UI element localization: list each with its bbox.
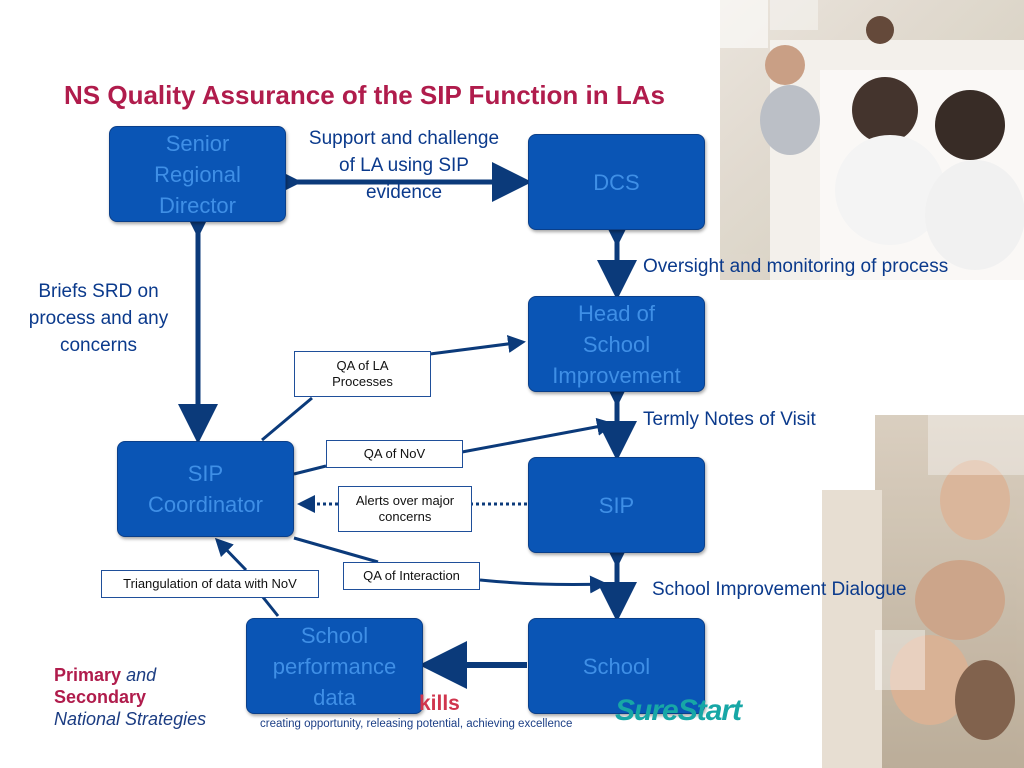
dfes-tagline: creating opportunity, releasing potentia…: [260, 718, 573, 730]
page-title: NS Quality Assurance of the SIP Function…: [64, 80, 665, 110]
box-sip: SIP: [528, 457, 705, 553]
label-alerts-over-major-concerns: Alerts over major concerns: [338, 486, 472, 532]
box-dcs: DCS: [528, 134, 705, 230]
arrow-triangulation: [217, 540, 280, 617]
bottom-right-photo: [822, 415, 1024, 768]
box-sip-coordinator: SIP Coordinator: [117, 441, 294, 537]
box-school: School: [528, 618, 705, 714]
label-qa-of-nov: QA of NoV: [326, 440, 463, 468]
surestart-logo: SureStart: [615, 694, 742, 727]
arrow-qa-la-processes: [261, 342, 523, 442]
logo-strategies-text: National Strategies: [54, 709, 207, 729]
note-oversight: Oversight and monitoring of process: [643, 256, 949, 277]
note-termly-nov: Termly Notes of Visit: [643, 409, 816, 430]
box-senior-regional-director: Senior Regional Director: [109, 126, 286, 222]
box-head-of-school-improvement: Head of School Improvement: [528, 296, 705, 392]
label-qa-of-interaction: QA of Interaction: [343, 562, 480, 590]
top-right-photo: [720, 0, 1024, 280]
arrow-qa-nov: [293, 424, 612, 476]
logo-secondary-text: Secondary: [54, 687, 147, 707]
label-qa-of-la-processes: QA of LA Processes: [294, 351, 431, 397]
logo-and-text: and: [126, 665, 157, 685]
label-triangulation: Triangulation of data with NoV: [101, 570, 319, 598]
note-briefs-srd: Briefs SRD on process and any concerns: [28, 281, 169, 356]
note-support-and-challenge: Support and challenge of LA using SIP ev…: [308, 128, 500, 203]
logo-primary-text: Primary: [54, 665, 122, 685]
primary-secondary-national-strategies-logo: Primary and Secondary National Strategie…: [54, 664, 206, 730]
arrow-qa-interaction: [293, 536, 605, 585]
note-school-improvement-dialogue: School Improvement Dialogue: [652, 579, 907, 600]
box-school-performance-data: School performance data: [246, 618, 423, 714]
dfes-skills-logo: kills: [419, 692, 460, 715]
